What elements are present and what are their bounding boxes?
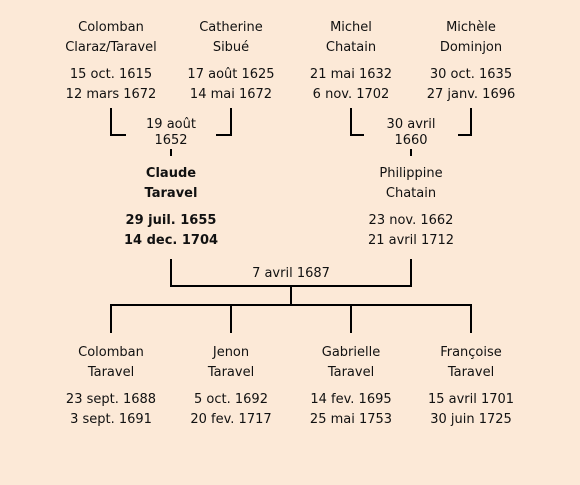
person-philippine-chatain: Philippine Chatain 23 nov. 1662 21 avril… (346, 164, 476, 251)
person-first-name: Gabrielle (321, 345, 381, 360)
person-last-name: Dominjon (439, 40, 503, 55)
person-birth-date: 14 fev. 1695 (310, 392, 392, 407)
person-death-date: 21 avril 1712 (367, 233, 455, 248)
person-last-name: Claraz/Taravel (65, 40, 157, 55)
person-death-date: 20 fev. 1717 (190, 412, 272, 427)
person-claude-taravel: Claude Taravel 29 juil. 1655 14 dec. 170… (106, 164, 236, 251)
marriage-date-maternal: 30 avril 1660 (364, 117, 458, 149)
person-birth-date: 5 oct. 1692 (194, 392, 268, 407)
person-catherine-sibue: Catherine Sibué 17 août 1625 14 mai 1672 (166, 18, 296, 105)
person-birth-date: 30 oct. 1635 (429, 67, 513, 82)
person-death-date: 27 janv. 1696 (426, 87, 516, 102)
person-first-name: Michèle (446, 20, 496, 35)
child-gabrielle-taravel: Gabrielle Taravel 14 fev. 1695 25 mai 17… (286, 343, 416, 430)
person-death-date: 30 juin 1725 (430, 412, 512, 427)
person-first-name: Colomban (78, 20, 144, 35)
person-first-name: Claude (145, 166, 197, 181)
person-michele-dominjon: Michèle Dominjon 30 oct. 1635 27 janv. 1… (406, 18, 536, 105)
person-death-date: 3 sept. 1691 (70, 412, 152, 427)
person-first-name: Catherine (199, 20, 263, 35)
child-francoise-taravel: Françoise Taravel 15 avril 1701 30 juin … (406, 343, 536, 430)
person-last-name: Taravel (144, 186, 198, 201)
marriage-date-parents: 7 avril 1687 (246, 266, 336, 282)
person-last-name: Taravel (447, 365, 495, 380)
person-last-name: Taravel (87, 365, 135, 380)
person-birth-date: 21 mai 1632 (309, 67, 393, 82)
person-last-name: Taravel (327, 365, 375, 380)
person-death-date: 25 mai 1753 (309, 412, 393, 427)
person-birth-date: 23 nov. 1662 (368, 213, 454, 228)
person-death-date: 6 nov. 1702 (312, 87, 390, 102)
marriage-date-paternal: 19 août 1652 (126, 117, 216, 149)
person-first-name: Philippine (379, 166, 443, 181)
child-colomban-taravel: Colomban Taravel 23 sept. 1688 3 sept. 1… (46, 343, 176, 430)
person-birth-date: 29 juil. 1655 (125, 213, 217, 228)
person-last-name: Chatain (325, 40, 377, 55)
person-death-date: 14 dec. 1704 (123, 233, 219, 248)
person-last-name: Taravel (207, 365, 255, 380)
person-last-name: Sibué (212, 40, 250, 55)
person-birth-date: 15 oct. 1615 (69, 67, 153, 82)
person-first-name: Colomban (78, 345, 144, 360)
person-michel-chatain: Michel Chatain 21 mai 1632 6 nov. 1702 (286, 18, 416, 105)
person-birth-date: 17 août 1625 (187, 67, 275, 82)
person-first-name: Jenon (212, 345, 250, 360)
person-colomban-claraz: Colomban Claraz/Taravel 15 oct. 1615 12 … (46, 18, 176, 105)
person-birth-date: 15 avril 1701 (427, 392, 515, 407)
connector-children (110, 304, 472, 333)
child-jenon-taravel: Jenon Taravel 5 oct. 1692 20 fev. 1717 (166, 343, 296, 430)
person-first-name: Michel (330, 20, 372, 35)
person-last-name: Chatain (385, 186, 437, 201)
person-death-date: 12 mars 1672 (65, 87, 157, 102)
person-first-name: Françoise (440, 345, 502, 360)
person-birth-date: 23 sept. 1688 (65, 392, 157, 407)
person-death-date: 14 mai 1672 (189, 87, 273, 102)
